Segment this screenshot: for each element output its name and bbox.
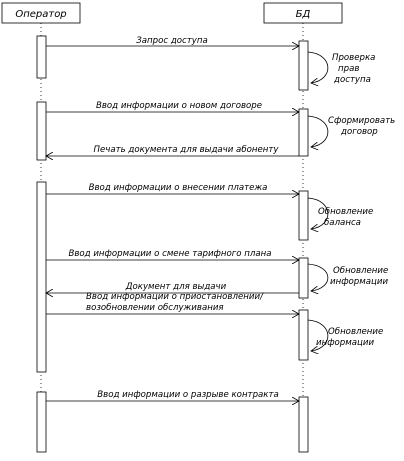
- activation-db: [298, 257, 309, 299]
- activation-db: [298, 40, 309, 91]
- activation-operator: [36, 101, 47, 161]
- message-label: Документ для выдачи: [125, 282, 227, 292]
- self-call-note: Проверка прав доступа: [332, 53, 378, 85]
- actor-db-label: БД: [296, 9, 311, 20]
- actor-db: БД: [263, 2, 343, 24]
- activation-operator: [36, 391, 47, 453]
- actor-operator: Оператор: [1, 2, 81, 24]
- actor-operator-label: Оператор: [15, 9, 66, 20]
- message-label: Ввод информации о внесении платежа: [89, 183, 268, 193]
- activation-operator: [36, 35, 47, 79]
- message-label: Запрос доступа: [136, 36, 207, 46]
- self-call-arrow: [307, 115, 329, 147]
- activation-db: [298, 396, 309, 453]
- self-call-arrow: [307, 319, 329, 351]
- self-call-note: Обновление информации: [316, 327, 386, 348]
- message-label: Ввод информации о смене тарифного плана: [68, 249, 271, 259]
- activation-db: [298, 190, 309, 241]
- activation-operator: [36, 181, 47, 373]
- message-label: Ввод информации о разрыве контракта: [97, 390, 279, 400]
- activation-db: [298, 309, 309, 361]
- message-label: Печать документа для выдачи абоненту: [94, 145, 280, 155]
- self-call-note: Сформировать договор: [328, 116, 398, 137]
- self-call-note: Обновление баланса: [318, 207, 376, 228]
- self-call-arrow: [307, 51, 329, 83]
- message-label: Ввод информации о новом договоре: [96, 101, 262, 111]
- activation-db: [298, 108, 309, 157]
- self-call-note: Обновление информации: [330, 266, 391, 287]
- message-label: Ввод информации о приостановлении/возобн…: [86, 292, 264, 313]
- self-call-arrow: [307, 197, 329, 229]
- self-call-arrow: [307, 263, 329, 291]
